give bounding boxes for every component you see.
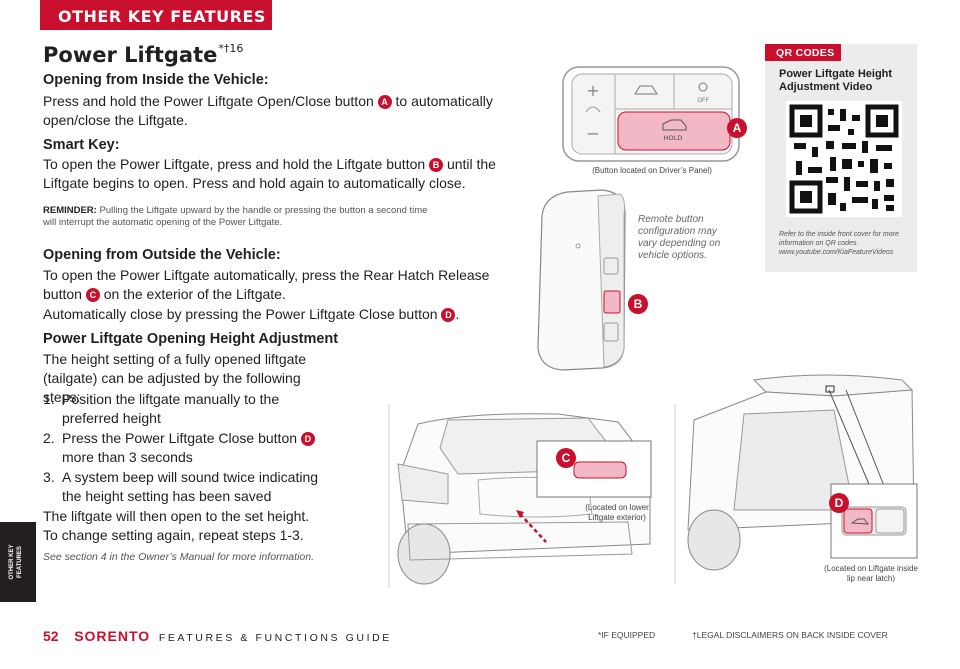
step-text: Position the liftgate manually to the pr…	[62, 391, 280, 426]
step-text-after: more than 3 seconds	[62, 449, 193, 465]
see-section-note: See section 4 in the Owner’s Manual for …	[43, 551, 314, 563]
page-number: 52	[43, 628, 59, 644]
step-number: 2.	[43, 430, 55, 446]
exterior-button-inset	[536, 440, 652, 498]
svg-text:+: +	[586, 81, 599, 100]
side-tab-label: OTHER KEY FEATURES	[9, 544, 23, 580]
step-item: 2. Press the Power Liftgate Close button…	[43, 429, 343, 467]
driver-panel-illustration: + − OFF HOLD	[562, 66, 740, 162]
exterior-caption: (Located on lower Liftgate exterior)	[572, 503, 662, 523]
reminder-note: REMINDER: Pulling the Liftgate upward by…	[43, 205, 443, 229]
step-text: A system beep will sound twice indicatin…	[62, 469, 319, 504]
height-outro: The liftgate will then open to the set h…	[43, 508, 310, 543]
qr-codes-tag: QR CODES	[765, 44, 841, 61]
remote-config-note: Remote button configuration may vary dep…	[638, 214, 721, 261]
qr-footnote-url: www.youtube.com/KiaFeatureVideos	[779, 249, 894, 256]
footer-brand: SORENTO	[74, 628, 151, 644]
section-header-tab: OTHER KEY FEATURES	[40, 0, 272, 30]
inside-paragraph: Press and hold the Power Liftgate Open/C…	[43, 92, 515, 130]
badge-d-step: D	[300, 432, 315, 446]
outside-heading: Opening from Outside the Vehicle:	[43, 247, 281, 263]
if-equipped-note: *IF EQUIPPED	[598, 630, 656, 640]
callout-b: B	[628, 294, 648, 314]
height-heading: Power Liftgate Opening Height Adjustment	[43, 331, 339, 347]
badge-b: B	[429, 158, 444, 172]
qr-code-graphic	[789, 104, 899, 214]
exterior-caption-line-1: (Located on lower	[585, 503, 649, 512]
off-label: OFF	[697, 97, 709, 104]
side-section-tab: OTHER KEY FEATURES	[0, 522, 36, 602]
outside-text-2: on the exterior of the Liftgate.	[103, 286, 286, 302]
outside-text-4: .	[455, 306, 460, 322]
footer-guide-title: FEATURES & FUNCTIONS GUIDE	[158, 632, 392, 644]
title-marks: *†16	[218, 42, 244, 55]
outside-paragraph-1: To open the Power Liftgate automatically…	[43, 266, 493, 304]
svg-text:−: −	[586, 124, 599, 143]
callout-c: C	[556, 448, 576, 468]
step-item: 1. Position the liftgate manually to the…	[43, 390, 343, 428]
qr-footnote-text: Refer to the inside front cover for more…	[779, 231, 899, 247]
step-number: 3.	[43, 469, 55, 485]
reminder-text: Pulling the Liftgate upward by the handl…	[43, 205, 428, 228]
callout-a: A	[727, 118, 747, 138]
step-item: 3. A system beep will sound twice indica…	[43, 468, 343, 506]
interior-caption-line-2: lip near latch)	[846, 574, 896, 583]
interior-caption-line-1: (Located on Liftgate inside	[824, 564, 918, 573]
badge-c: C	[85, 288, 100, 302]
legal-disclaimer-note: †LEGAL DISCLAIMERS ON BACK INSIDE COVER	[692, 630, 888, 640]
outside-text-3: Automatically close by pressing the Powe…	[43, 306, 438, 322]
step-text: Press the Power Liftgate Close button D …	[62, 429, 332, 467]
smart-key-paragraph: To open the Power Liftgate, press and ho…	[43, 155, 503, 193]
reminder-label: REMINDER:	[43, 205, 97, 216]
step-text-before: Press the Power Liftgate Close button	[62, 430, 298, 446]
page-footer: 52 SORENTO FEATURES & FUNCTIONS GUIDE	[43, 628, 392, 644]
outside-paragraph-2: Automatically close by pressing the Powe…	[43, 305, 513, 324]
smart-key-text-2: until the Liftgate begins to open. Press…	[43, 156, 496, 191]
interior-caption: (Located on Liftgate inside lip near lat…	[816, 564, 926, 584]
step-number: 1.	[43, 391, 55, 407]
height-steps-list: 1. Position the liftgate manually to the…	[43, 390, 343, 545]
callout-d: D	[829, 493, 849, 513]
qr-title: Power Liftgate Height Adjustment Video	[779, 68, 893, 93]
badge-d: D	[441, 308, 456, 322]
smart-key-heading: Smart Key:	[43, 137, 120, 153]
page-title: Power Liftgate*†16	[43, 42, 243, 67]
hold-label: HOLD	[664, 134, 683, 142]
inside-heading: Opening from Inside the Vehicle:	[43, 72, 269, 88]
qr-code-image[interactable]	[786, 101, 902, 217]
height-intro: The height setting of a fully opened lif…	[43, 351, 307, 405]
exterior-caption-line-2: Liftgate exterior)	[588, 513, 646, 522]
driver-panel-caption: (Button located on Driver’s Panel)	[592, 166, 712, 175]
inside-text-2: to automatically open/close the Liftgate…	[43, 93, 493, 128]
smart-key-text-1: To open the Power Liftgate, press and ho…	[43, 156, 426, 172]
title-text: Power Liftgate	[43, 43, 218, 67]
qr-footnote: Refer to the inside front cover for more…	[779, 230, 915, 257]
inside-text-1: Press and hold the Power Liftgate Open/C…	[43, 93, 374, 109]
remote-key-illustration	[537, 189, 626, 371]
outside-text-1: To open the Power Liftgate automatically…	[43, 267, 490, 302]
badge-a: A	[377, 95, 392, 109]
